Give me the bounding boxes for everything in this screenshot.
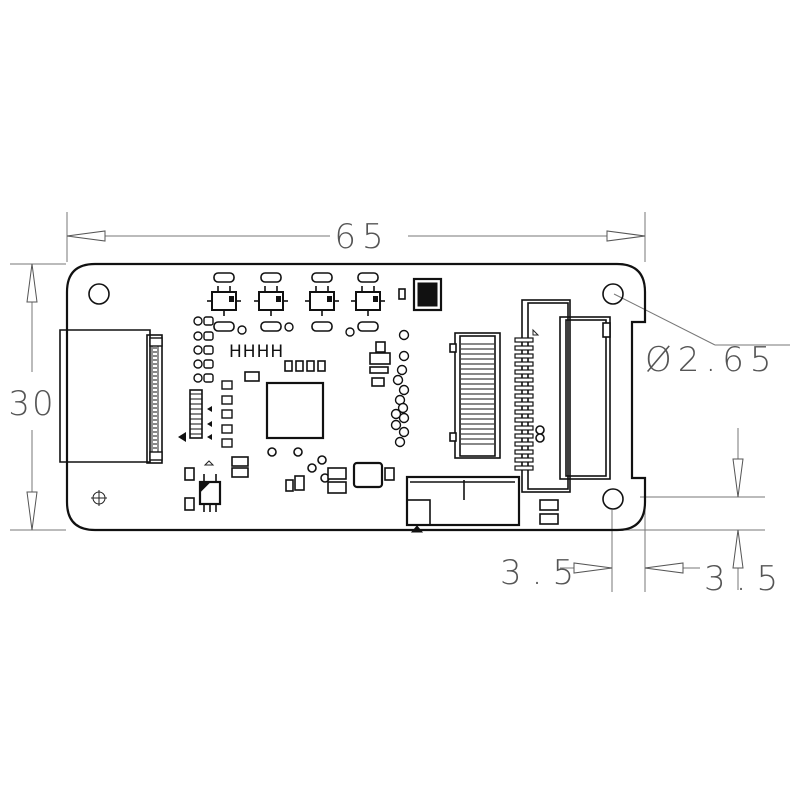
connector-pin	[514, 369, 534, 375]
bottom-switch	[405, 475, 521, 533]
top-center-part	[398, 277, 443, 312]
passive	[390, 419, 402, 431]
resistor	[203, 331, 214, 341]
height-label: 30	[8, 384, 55, 424]
connector-pin	[514, 433, 534, 439]
edge-offset-y-label: 3.5	[704, 559, 788, 599]
width-label: 65	[334, 217, 389, 257]
silkscreen-label: HHHH	[229, 342, 284, 362]
polarity-mark	[178, 432, 186, 442]
connector-pin	[514, 353, 534, 359]
led	[193, 331, 203, 341]
crystal	[327, 461, 395, 494]
connector-pin	[514, 425, 534, 431]
passive-chain-center	[390, 329, 410, 448]
resistor	[260, 321, 282, 332]
width-dimension: 65	[66, 212, 646, 262]
capacitor	[221, 395, 233, 405]
hole-diameter-callout: Ø2.65	[613, 293, 790, 380]
passive	[398, 350, 410, 362]
resistor	[203, 359, 214, 369]
capacitor	[221, 409, 233, 419]
resistor	[203, 373, 214, 383]
passive	[394, 436, 406, 448]
left-connector	[59, 329, 163, 464]
transistor-row	[207, 272, 385, 337]
transistor-mark	[229, 296, 234, 302]
connector-pin	[514, 417, 534, 423]
led	[193, 373, 203, 383]
transistor-mark	[373, 296, 378, 302]
resistor	[213, 321, 235, 332]
passive	[398, 329, 410, 341]
main-ic	[265, 381, 325, 440]
connector-pin	[514, 393, 534, 399]
led	[193, 316, 203, 326]
passive	[396, 364, 408, 376]
connector-pin	[514, 337, 534, 343]
mounting-hole-top-left	[88, 283, 110, 305]
resistor	[203, 316, 214, 326]
connector-pin	[514, 457, 534, 463]
resistor	[203, 345, 214, 355]
via	[284, 322, 294, 332]
passive	[390, 408, 402, 420]
capacitor	[221, 424, 233, 434]
resistor	[357, 272, 379, 283]
capacitor	[221, 438, 233, 448]
capacitor	[221, 380, 233, 390]
regulator-bottom-left	[184, 460, 222, 512]
via	[237, 325, 247, 335]
passive	[392, 374, 404, 386]
polarity-mark	[207, 406, 212, 412]
connector-pin	[514, 377, 534, 383]
misc-passives	[369, 341, 391, 387]
transistor-mark	[327, 296, 332, 302]
connector-pin	[514, 345, 534, 351]
connector-pin	[514, 449, 534, 455]
resistor	[213, 272, 235, 283]
passive	[398, 412, 410, 424]
polarity-mark	[207, 434, 212, 440]
fpc-connector-right	[514, 299, 611, 525]
connector-pin	[514, 465, 534, 471]
polarity-mark	[207, 421, 212, 427]
led	[193, 359, 203, 369]
fpc-connector-middle	[449, 332, 501, 459]
connector-latch	[149, 451, 163, 461]
passive	[397, 402, 409, 414]
passive	[398, 426, 410, 438]
resistor	[357, 321, 379, 332]
connector-pin	[514, 409, 534, 415]
transistor-mark	[276, 296, 281, 302]
height-dimension: 30	[8, 263, 66, 531]
connector-latch	[149, 337, 163, 347]
resistor	[311, 321, 333, 332]
mounting-holes	[88, 283, 624, 510]
edge-offset-x-label: 3.5	[500, 553, 584, 593]
passive	[398, 384, 410, 396]
connector-pin	[514, 361, 534, 367]
mounting-hole-bottom-right	[602, 488, 624, 510]
mounting-hole-top-right	[602, 283, 624, 305]
resistor	[260, 272, 282, 283]
connector-pin	[514, 441, 534, 447]
resistor	[311, 272, 333, 283]
led	[193, 345, 203, 355]
connector-pin	[514, 385, 534, 391]
pcb-outline	[65, 262, 647, 532]
main-ic-passives	[231, 360, 330, 492]
passive-components-left	[178, 316, 233, 448]
fiducial-bottom-left	[91, 490, 107, 506]
connector-pin	[514, 401, 534, 407]
via	[345, 327, 355, 337]
hole-diameter-label: Ø2.65	[645, 340, 777, 380]
edge-offset-dimensions: 3.5 3.5	[500, 428, 788, 599]
